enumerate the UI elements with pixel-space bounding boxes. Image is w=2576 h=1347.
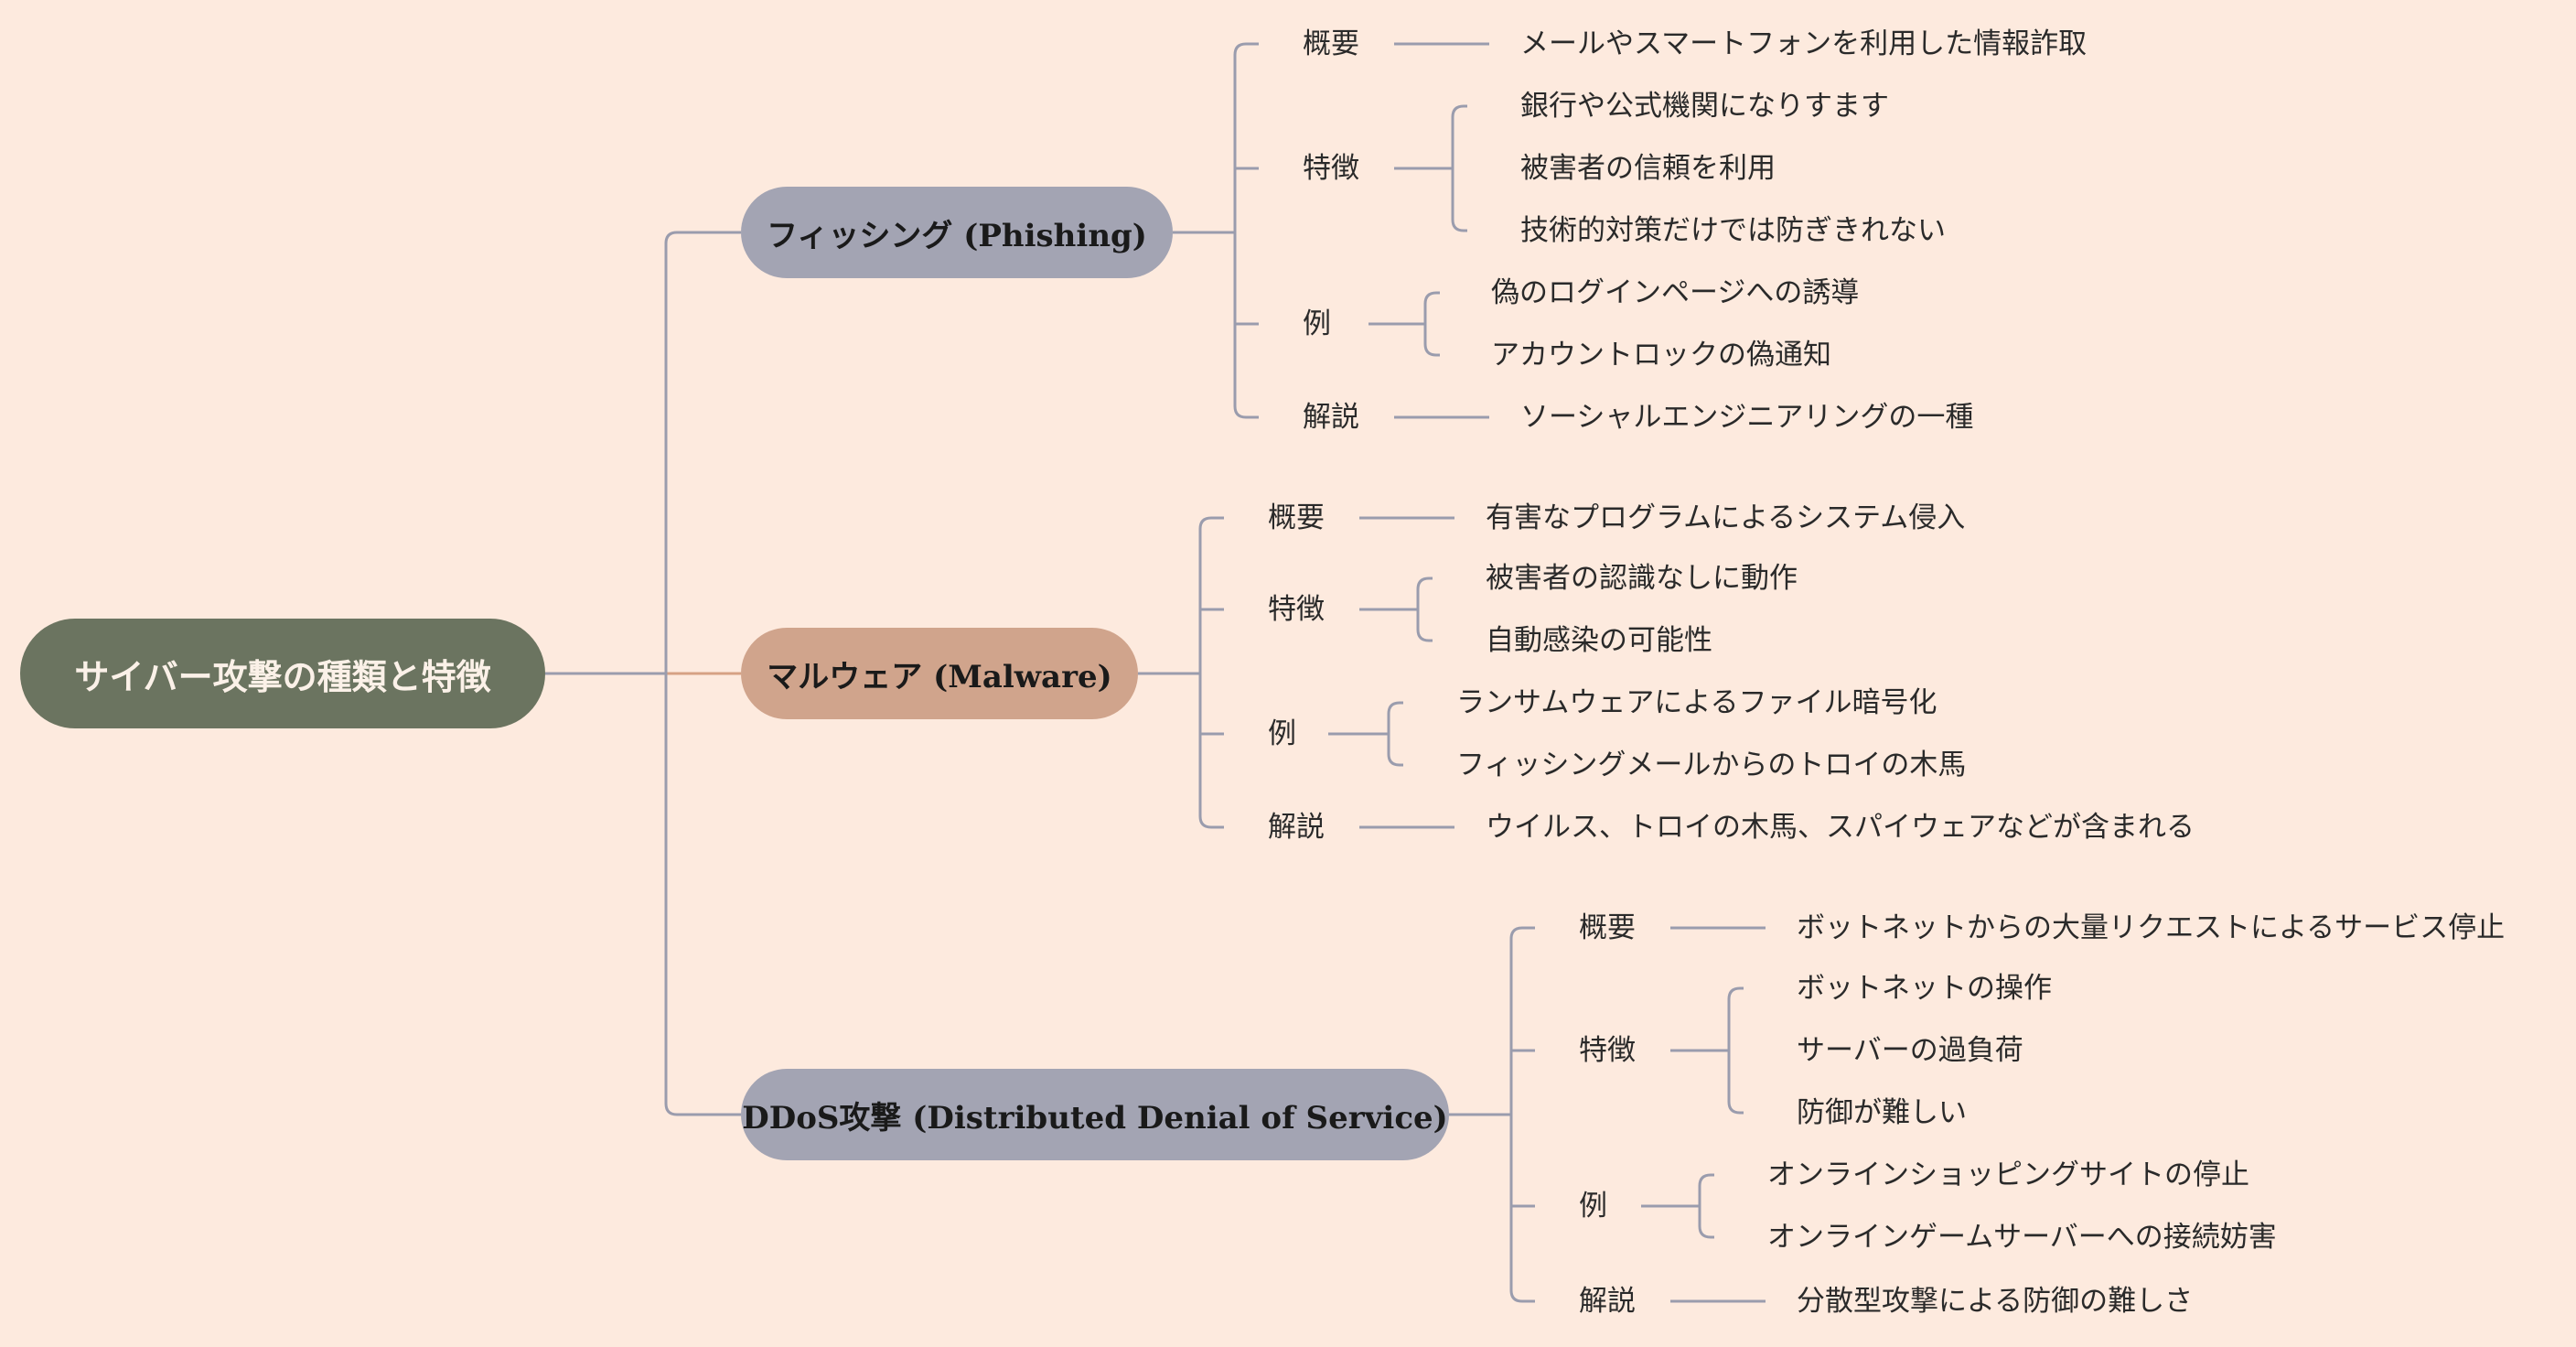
malware-notes-text[interactable]: ウイルス、トロイの木馬、スパイウェアなどが含まれる [1486, 811, 2195, 844]
malware-notes-label[interactable]: 解説 [1268, 811, 1325, 844]
ddos-feature-item[interactable]: ボットネットの操作 [1797, 972, 2052, 1005]
phishing-feature-item[interactable]: 技術的対策だけでは防ぎきれない [1520, 214, 1946, 247]
phishing-overview-label[interactable]: 概要 [1303, 27, 1359, 60]
root-node[interactable]: サイバー攻撃の種類と特徴 [20, 619, 545, 728]
phishing-examples-label[interactable]: 例 [1303, 307, 1331, 340]
malware-examples-label[interactable]: 例 [1268, 717, 1296, 750]
ddos-overview-label[interactable]: 概要 [1579, 911, 1636, 944]
branch-ddos[interactable]: DDoS攻撃 (Distributed Denial of Service) [741, 1069, 1449, 1160]
ddos-feature-item[interactable]: 防御が難しい [1797, 1096, 1967, 1129]
phishing-feature-item[interactable]: 銀行や公式機関になりすます [1520, 90, 1889, 123]
ddos-features-label[interactable]: 特徴 [1579, 1034, 1636, 1067]
phishing-notes-label[interactable]: 解説 [1303, 401, 1359, 434]
phishing-example-item[interactable]: アカウントロックの偽通知 [1491, 339, 1831, 372]
phishing-example-item[interactable]: 偽のログインページへの誘導 [1491, 276, 1860, 309]
malware-example-item[interactable]: ランサムウェアによるファイル暗号化 [1456, 686, 1937, 719]
malware-feature-item[interactable]: 被害者の認識なしに動作 [1486, 562, 1798, 595]
branch-malware[interactable]: マルウェア (Malware) [741, 628, 1138, 719]
branch-phishing[interactable]: フィッシング (Phishing) [741, 187, 1173, 278]
ddos-example-item[interactable]: オンラインショッピングサイトの停止 [1767, 1158, 2249, 1191]
malware-feature-item[interactable]: 自動感染の可能性 [1486, 624, 1712, 657]
malware-overview-label[interactable]: 概要 [1268, 501, 1325, 534]
malware-overview-text[interactable]: 有害なプログラムによるシステム侵入 [1486, 501, 1966, 534]
ddos-notes-label[interactable]: 解説 [1579, 1285, 1636, 1318]
phishing-notes-text[interactable]: ソーシャルエンジニアリングの一種 [1520, 401, 1974, 434]
ddos-overview-text[interactable]: ボットネットからの大量リクエストによるサービス停止 [1797, 911, 2506, 944]
malware-features-label[interactable]: 特徴 [1268, 593, 1325, 626]
ddos-feature-item[interactable]: サーバーの過負荷 [1797, 1034, 2023, 1067]
ddos-examples-label[interactable]: 例 [1579, 1190, 1607, 1223]
phishing-feature-item[interactable]: 被害者の信頼を利用 [1520, 152, 1776, 185]
phishing-features-label[interactable]: 特徴 [1303, 152, 1359, 185]
ddos-example-item[interactable]: オンラインゲームサーバーへの接続妨害 [1767, 1221, 2277, 1254]
phishing-overview-text[interactable]: メールやスマートフォンを利用した情報詐取 [1520, 27, 2088, 60]
malware-example-item[interactable]: フィッシングメールからのトロイの木馬 [1456, 749, 1967, 781]
ddos-notes-text[interactable]: 分散型攻撃による防御の難しさ [1797, 1285, 2194, 1318]
